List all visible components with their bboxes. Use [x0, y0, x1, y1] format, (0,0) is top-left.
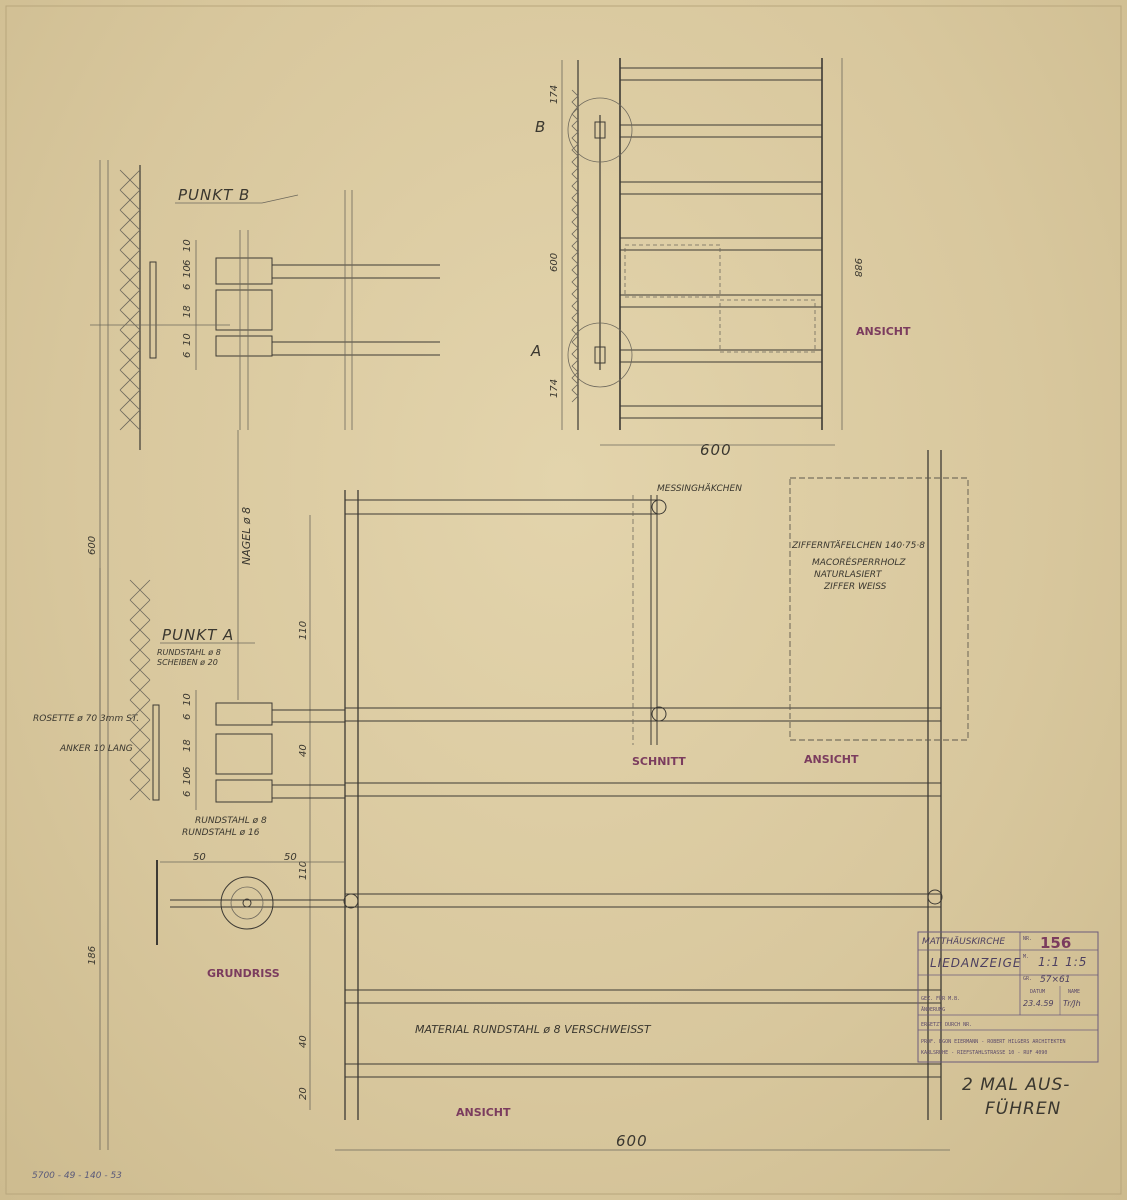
archive-number: 5700 - 49 - 140 - 53	[32, 1171, 122, 1181]
rod-end-right	[927, 889, 943, 905]
grundriss-dim-50-a: 50	[193, 852, 206, 863]
title-block: MATTHÄUSKIRCHE NR. 156 LIEDANZEIGE M. 1:…	[917, 931, 1099, 1063]
tb-office-2: KARLSRUHE - RIEFSTAHLSTRASSE 10 - RUF 40…	[921, 1050, 1047, 1056]
material-note: MATERIAL RUNDSTAHL ø 8 VERSCHWEISST	[415, 1023, 652, 1036]
detail-b: PUNKT B 10 6 10 6 18 10 6	[90, 165, 440, 450]
schnitt-label: SCHNITT	[632, 755, 686, 768]
main-dim-40-a: 40	[298, 744, 309, 757]
hub-lower	[215, 335, 273, 357]
detail-a-scheiben: SCHEIBEN ø 20	[157, 658, 218, 667]
detail-a-rundstahl-8: RUNDSTAHL ø 8	[195, 816, 267, 826]
detail-a-title: PUNKT A	[162, 626, 234, 644]
ansicht-main: 110 40 110 40 20 MATERIAL RUNDSTAHL ø 8 …	[298, 450, 950, 1151]
detail-a-dim-1: 10	[182, 693, 193, 706]
dim-174-upper: 174	[549, 85, 560, 104]
handnote-line-2: FÜHREN	[985, 1097, 1061, 1119]
wall-hatch	[119, 169, 141, 431]
dim-600-vertical: 600	[549, 253, 560, 272]
mark-a: A	[530, 342, 542, 360]
tb-name: Tr/Jh	[1063, 999, 1081, 1008]
tb-size-label: GR.	[1023, 976, 1032, 982]
ansicht-board-label: ANSICHT	[804, 753, 859, 766]
main-dim-20: 20	[298, 1087, 309, 1100]
dim-988: 988	[852, 258, 863, 277]
detail-a-dim-6: 6	[182, 791, 193, 797]
brass-hook-top	[651, 499, 667, 515]
tb-ersetzt: ERSETZT DURCH NR.	[921, 1022, 972, 1028]
detail-b-dim-3: 10	[182, 265, 193, 278]
board-line-3: NATURLASIERT	[814, 570, 883, 580]
ansicht-main-label: ANSICHT	[456, 1106, 511, 1119]
dim-174-lower: 174	[549, 379, 560, 398]
schnitt-note: MESSINGHÄKCHEN	[657, 483, 742, 494]
detail-b-title: PUNKT B	[178, 186, 250, 204]
main-dim-110-a: 110	[298, 621, 309, 640]
tb-size: 57×61	[1040, 975, 1070, 985]
tb-office-1: PROF. EGON EIERMANN - ROBERT HILGERS ARC…	[921, 1039, 1066, 1045]
detail-a-rundstahl: RUNDSTAHL ø 8	[157, 648, 221, 657]
detail-a-rundstahl-16: RUNDSTAHL ø 16	[182, 828, 260, 838]
left-dim-600: 600	[87, 536, 98, 555]
detail-b-dim-2: 6	[182, 260, 193, 266]
tb-aenderung: ÄNDERUNG	[921, 1006, 945, 1013]
tb-nr-label: NR.	[1023, 936, 1032, 942]
tb-datum-label: DATUM	[1030, 989, 1045, 995]
ansicht-top: B A 174 600 174 988 600 ANSICHT	[530, 58, 911, 459]
detail-a-dim-2: 6	[182, 714, 193, 720]
main-dim-600: 600	[616, 1132, 648, 1150]
detail-b-dim-6: 10	[182, 333, 193, 346]
tb-scale: 1:1 1:5	[1038, 955, 1087, 969]
detail-b-dim-1: 10	[182, 239, 193, 252]
board-line-2: MACORÉSPERRHOLZ	[812, 556, 906, 568]
hub-upper	[215, 257, 273, 285]
tb-subject: LIEDANZEIGE	[930, 956, 1021, 970]
left-dim-186: 186	[87, 946, 98, 965]
sheet-border	[5, 5, 1122, 1195]
detail-a: PUNKT A RUNDSTAHL ø 8 SCHEIBEN ø 20 ROSE…	[33, 568, 345, 838]
board-line-1: ZIFFERNTÄFELCHEN 140·75·8	[791, 540, 925, 551]
main-dim-40-b: 40	[298, 1035, 309, 1048]
mark-b: B	[535, 118, 546, 136]
dim-600-width-top: 600	[700, 441, 732, 459]
detail-a-dim-5: 10	[182, 772, 193, 785]
nagel-label: NAGEL ø 8	[240, 507, 253, 565]
tb-name-label: NAME	[1068, 989, 1080, 995]
detail-b-dim-4: 6	[182, 284, 193, 290]
detail-a-anker: ANKER 10 LANG	[59, 744, 133, 754]
rod-end-left	[343, 893, 359, 909]
tb-project: MATTHÄUSKIRCHE	[922, 936, 1005, 947]
detail-a-dim-4: 6	[182, 767, 193, 773]
grundriss-label: GRUNDRISS	[207, 967, 280, 980]
detail-b-dim-7: 6	[182, 352, 193, 358]
rosette-plate	[149, 261, 157, 359]
detail-a-rosette: ROSETTE ø 70 3mm ST.	[33, 714, 139, 724]
handnote-line-1: 2 MAL AUS-	[962, 1075, 1070, 1095]
grundriss: 50 50 GRUNDRISS	[156, 852, 345, 980]
main-dim-110-b: 110	[298, 861, 309, 880]
schnitt: MESSINGHÄKCHEN SCHNITT	[632, 483, 742, 768]
tb-scale-label: M.	[1023, 954, 1029, 960]
tb-nr: 156	[1040, 934, 1071, 952]
hub-middle	[215, 289, 273, 331]
detail-a-dim-3: 18	[182, 739, 193, 752]
tb-gezeichnet: GEZ. FÜR M.B.	[921, 995, 960, 1002]
detail-b-dim-5: 18	[182, 305, 193, 318]
board-line-4: ZIFFER WEISS	[823, 582, 887, 592]
ansicht-top-label: ANSICHT	[856, 325, 911, 338]
brass-hook-bottom	[651, 706, 667, 722]
ansicht-board: ZIFFERNTÄFELCHEN 140·75·8 MACORÉSPERRHOL…	[789, 477, 969, 766]
grundriss-dim-50-b: 50	[284, 852, 297, 863]
tb-datum: 23.4.59	[1023, 999, 1054, 1008]
